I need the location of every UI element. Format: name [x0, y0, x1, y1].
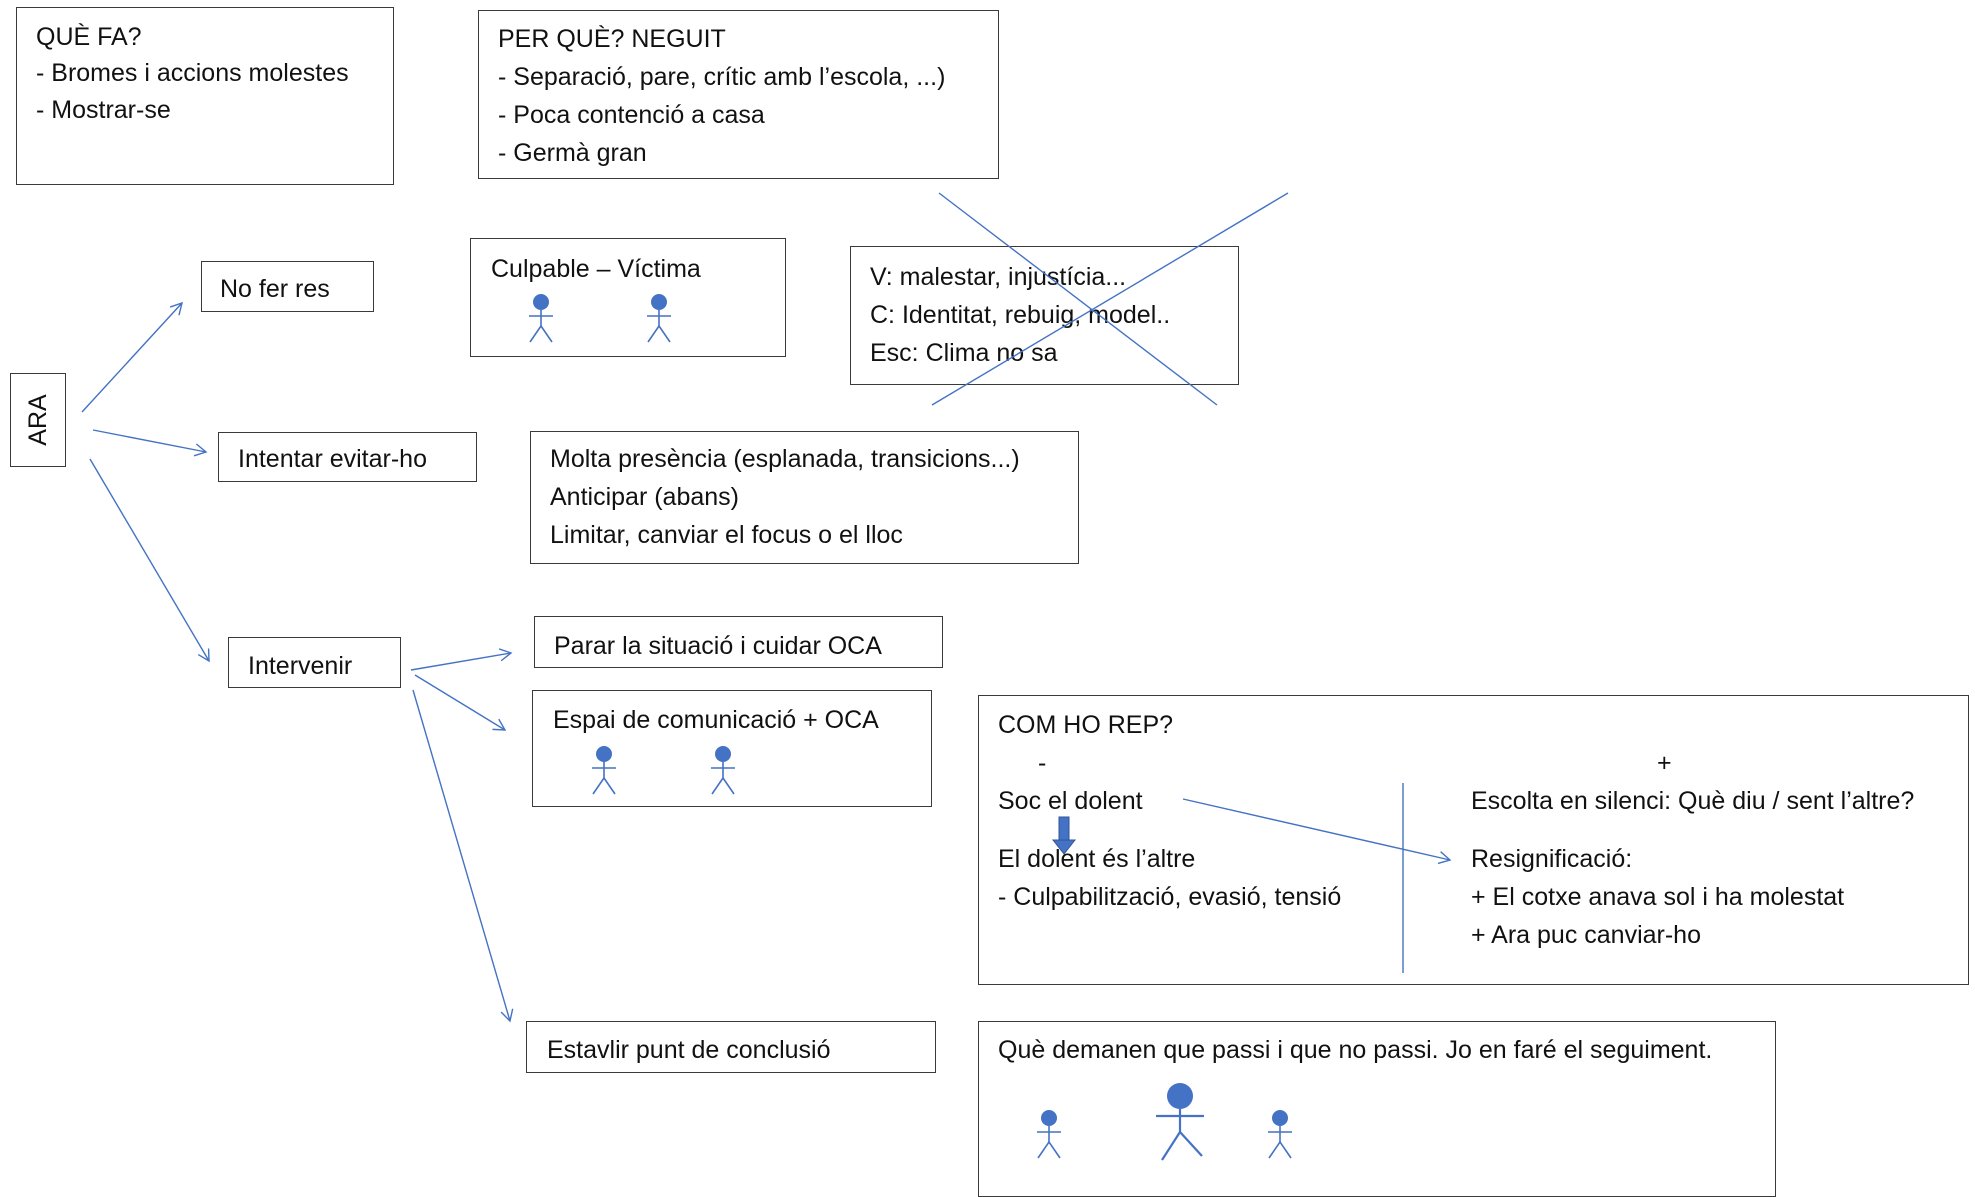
arrow-ara-to-no-fer-res — [81, 301, 183, 413]
down-arrow-icon — [1052, 816, 1076, 855]
espai-box — [532, 690, 932, 807]
parar-label: Parar la situació i cuidar OCA — [554, 632, 882, 660]
stick-figure-icon — [529, 294, 553, 343]
per-que-item: - Poca contenció a casa — [498, 101, 765, 129]
crossed-line: C: Identitat, rebuig, model.. — [870, 301, 1171, 329]
per-que-title: PER QUÈ? NEGUIT — [498, 25, 726, 53]
intervenir-label: Intervenir — [248, 652, 353, 680]
que-fa-title: QUÈ FA? — [36, 23, 142, 51]
no-fer-res-label: No fer res — [220, 275, 330, 303]
stick-figure-icon — [1268, 1110, 1292, 1159]
com-ho-rep-box — [978, 695, 1969, 985]
rep-right-line: + El cotxe anava sol i ha molestat — [1471, 883, 1845, 911]
crossed-line: V: malestar, injustícia... — [870, 263, 1127, 291]
rep-right-line: + Ara puc canviar-ho — [1471, 921, 1701, 949]
culpable-victima-title: Culpable – Víctima — [491, 255, 701, 283]
stick-figure-icon — [1156, 1083, 1204, 1161]
crossed-line: Esc: Clima no sa — [870, 339, 1058, 367]
rep-right-line: Resignificació: — [1471, 845, 1633, 873]
plus-sign: + — [1657, 749, 1672, 777]
stick-figure-icon — [647, 294, 671, 343]
minus-sign: - — [1038, 749, 1047, 777]
per-que-box — [478, 10, 999, 179]
ara-label: ARA — [24, 394, 52, 446]
que-fa-box — [16, 7, 394, 185]
intentar-box — [218, 432, 477, 482]
arrow-ara-to-intentar — [92, 429, 208, 457]
culpable-victima-box — [470, 238, 786, 357]
arrow-intervenir-to-espai — [414, 674, 507, 731]
stick-figure-icon — [592, 746, 616, 795]
demanen-text: Què demanen que passi i que no passi. Jo… — [998, 1036, 1713, 1064]
com-ho-rep-title: COM HO REP? — [998, 711, 1174, 739]
estavlir-box — [526, 1021, 936, 1073]
rep-left-line: - Culpabilització, evasió, tensió — [998, 883, 1342, 911]
evitar-line: Limitar, canviar el focus o el lloc — [550, 521, 903, 549]
arrow-intervenir-to-estavlir — [412, 689, 514, 1023]
ara-box — [10, 373, 66, 467]
espai-label: Espai de comunicació + OCA — [553, 706, 879, 734]
rep-left-line: El dolent és l’altre — [998, 845, 1196, 873]
per-que-item: - Separació, pare, crític amb l’escola, … — [498, 63, 946, 91]
que-fa-item: - Bromes i accions molestes — [36, 59, 349, 87]
evitar-line: Molta presència (esplanada, transicions.… — [550, 445, 1020, 473]
per-que-item: - Germà gran — [498, 139, 647, 167]
estavlir-label: Estavlir punt de conclusió — [547, 1036, 831, 1064]
stick-figure-icon — [1037, 1110, 1061, 1159]
rep-right-line: Escolta en silenci: Què diu / sent l’alt… — [1471, 787, 1915, 815]
rep-left-line: Soc el dolent — [998, 787, 1143, 815]
parar-box — [534, 616, 943, 668]
stick-figure-icon — [711, 746, 735, 795]
arrow-ara-to-intervenir — [89, 458, 210, 663]
que-fa-item: - Mostrar-se — [36, 96, 171, 124]
no-fer-res-box — [201, 261, 374, 312]
evitar-strategies-box — [530, 431, 1079, 564]
evitar-line: Anticipar (abans) — [550, 483, 739, 511]
intervenir-box — [228, 637, 401, 688]
intentar-label: Intentar evitar-ho — [238, 445, 427, 473]
arrow-intervenir-to-parar — [410, 648, 513, 671]
